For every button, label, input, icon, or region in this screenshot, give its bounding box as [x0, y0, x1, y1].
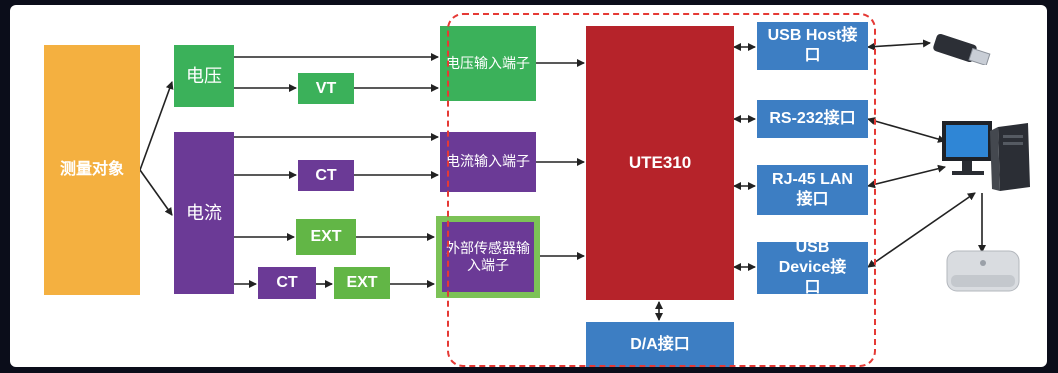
connection-lines — [139, 39, 986, 321]
computer-icon — [942, 121, 1030, 191]
external-sensor-port-box: 外部传感器输入端子 — [436, 216, 540, 298]
voltage-box: 电压 — [174, 45, 234, 107]
ext-box-2: EXT — [334, 267, 390, 299]
rj45-interface-box: RJ-45 LAN接口 — [757, 165, 868, 215]
voltage-input-port-box: 电压输入端子 — [440, 26, 536, 101]
ct-box: CT — [298, 160, 354, 191]
vt-box: VT — [298, 73, 354, 104]
diagram-canvas: 测量对象 电压 电流 VT CT EXT CT EXT 电压输入端子 电流输入端… — [10, 5, 1047, 367]
measure-object-box: 测量对象 — [44, 45, 140, 295]
current-box: 电流 — [174, 132, 234, 294]
usb-device-interface-box: USB Device接口 — [757, 239, 868, 296]
usb-host-interface-box: USB Host接口 — [757, 22, 868, 70]
ext-box: EXT — [296, 219, 356, 255]
mini-pc-icon — [946, 250, 1020, 292]
da-interface-box: D/A接口 — [586, 322, 734, 367]
current-input-port-box: 电流输入端子 — [440, 132, 536, 192]
ute310-device-box: UTE310 — [586, 26, 734, 300]
usb-drive-icon — [933, 33, 991, 65]
rs232-interface-box: RS-232接口 — [757, 100, 868, 138]
ct-box-2: CT — [258, 267, 316, 299]
